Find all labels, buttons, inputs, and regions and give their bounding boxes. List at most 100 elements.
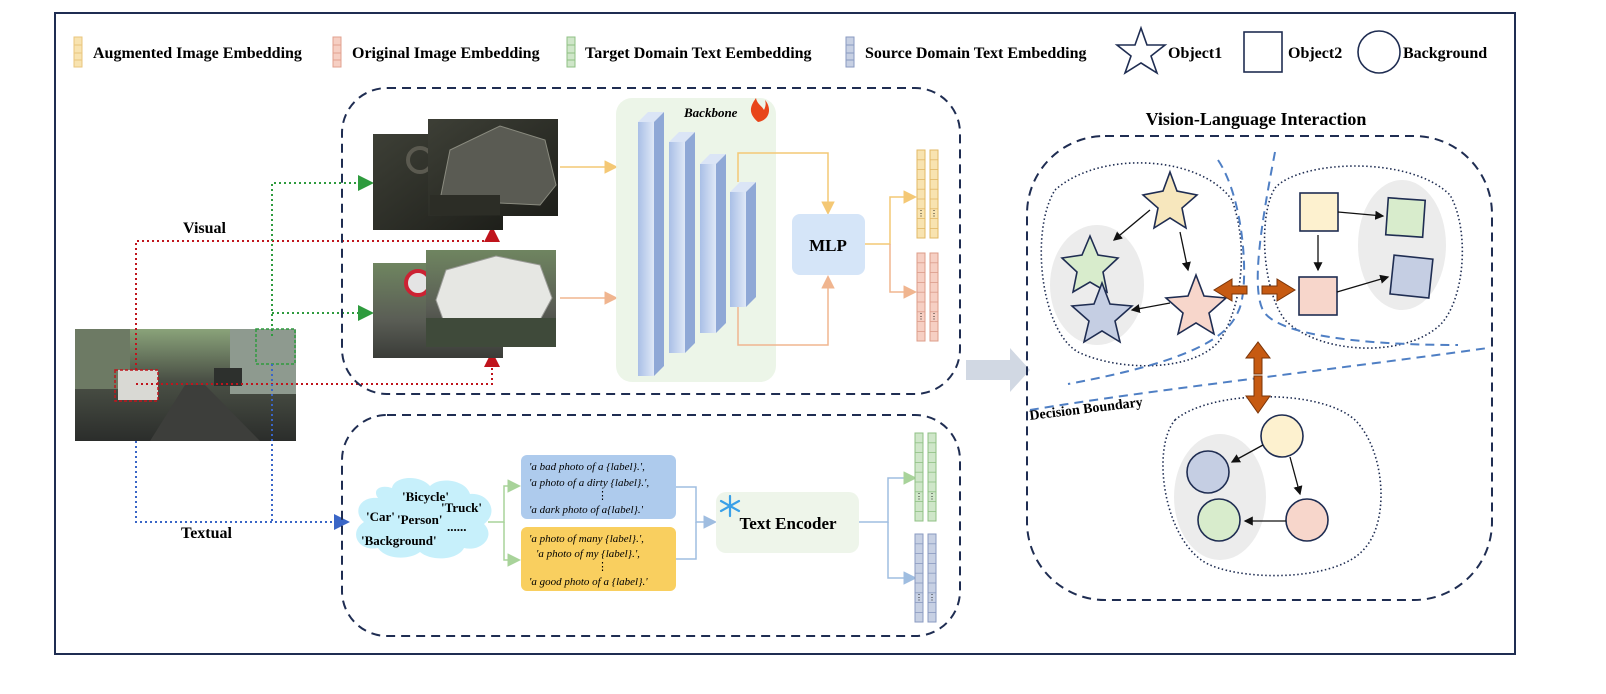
circle-arrows	[1230, 444, 1303, 526]
yellow-prompt-1: 'a photo of many {label}.',	[529, 533, 644, 545]
svg-text:⋮: ⋮	[915, 492, 923, 501]
embedding-column: ⋮	[929, 252, 939, 342]
embedding-column: ⋮	[929, 149, 939, 239]
circle-augmented	[1260, 414, 1304, 458]
backbone-layers	[638, 112, 756, 376]
source-text-embedding-stack: ⋮⋮	[914, 533, 937, 623]
cloud-word-truck: 'Truck'	[441, 500, 482, 515]
visual-block	[341, 87, 961, 395]
star-target-text	[1060, 233, 1120, 294]
embedding-column: ⋮	[914, 432, 924, 522]
circle-icon	[1357, 30, 1401, 74]
backbone-label: Backbone	[683, 105, 738, 120]
blue-prompt-1: 'a bad photo of a {label}.',	[529, 461, 645, 473]
snowflake-icon	[719, 494, 741, 518]
legend-target-text-swatch	[566, 36, 576, 68]
embedding-column: ⋮	[927, 432, 937, 522]
yellow-to-encoder-arrow	[676, 522, 697, 560]
push-apart-arrows	[1213, 278, 1296, 414]
routing-lines	[135, 175, 500, 530]
cloud-ellipsis: ......	[447, 519, 467, 534]
class-cloud	[356, 477, 492, 559]
star-arrows	[1113, 209, 1191, 314]
legend-object1-label: Object1	[1168, 45, 1222, 62]
blue-prompt-dots: ⋮	[597, 490, 608, 502]
svg-text:⋮: ⋮	[928, 492, 936, 501]
backbone-to-mlp-bottom	[737, 275, 835, 346]
decision-boundary-label: Decision Boundary	[1029, 395, 1144, 424]
mlp-to-augmented-embed	[865, 190, 917, 245]
square-augmented	[1299, 192, 1339, 232]
star-original	[1164, 272, 1228, 336]
legend-source-text-swatch	[845, 36, 855, 68]
square-icon	[1243, 31, 1283, 73]
augmented-image-stack	[373, 119, 558, 230]
yellow-prompt-3: 'a good photo of a {label}.'	[529, 576, 648, 588]
text-block	[341, 414, 961, 637]
star-icon	[1114, 25, 1168, 75]
square-original	[1298, 276, 1338, 316]
cloud-to-yellow-prompts	[503, 522, 521, 567]
interaction-panel	[1026, 135, 1493, 601]
square-target-text	[1384, 196, 1427, 239]
svg-text:⋮: ⋮	[928, 593, 936, 602]
svg-text:⋮: ⋮	[930, 312, 938, 321]
textual-branch-label: Textual	[181, 525, 233, 542]
legend-source-text-label: Source Domain Text Embedding	[865, 45, 1087, 62]
blue-prompt-2: 'a photo of a dirty {label}.',	[529, 477, 649, 489]
original-image-stack	[373, 250, 556, 358]
legend-object2-label: Object2	[1288, 45, 1342, 62]
blue-prompt-box	[521, 455, 676, 519]
svg-text:⋮: ⋮	[917, 312, 925, 321]
yellow-prompt-dots: ⋮	[597, 561, 608, 573]
legend-original-label: Original Image Embedding	[352, 45, 540, 62]
legend-target-text-label: Target Domain Text Eembedding	[585, 45, 812, 62]
text-encoder-label: Text Encoder	[739, 514, 837, 533]
legend-augmented-swatch	[73, 36, 83, 68]
legend-augmented-label: Augmented Image Embedding	[93, 45, 302, 62]
embedding-column: ⋮	[927, 533, 937, 623]
encoder-to-target-embed	[859, 471, 917, 523]
legend-background-label: Background	[1403, 45, 1487, 62]
blue-prompt-3: 'a dark photo of a{label}.'	[529, 504, 644, 516]
star-source-text	[1070, 280, 1134, 344]
circle-original	[1285, 498, 1329, 542]
svg-text:⋮: ⋮	[930, 209, 938, 218]
circle-target-text	[1197, 498, 1241, 542]
decision-boundary-lines	[1029, 151, 1489, 411]
circle-source-text	[1186, 450, 1230, 494]
augmented-embedding-stack: ⋮⋮	[916, 149, 939, 239]
outer-frame	[54, 12, 1516, 655]
yellow-prompt-2: 'a photo of my {label}.',	[536, 548, 640, 560]
encoder-to-source-embed	[887, 522, 917, 585]
legend-original-swatch	[332, 36, 342, 68]
mlp-label: MLP	[809, 236, 847, 255]
svg-text:⋮: ⋮	[915, 593, 923, 602]
sign-box	[255, 328, 296, 365]
cloud-to-blue-prompts	[488, 479, 521, 523]
cloud-word-background: 'Background'	[361, 533, 437, 548]
original-embedding-stack: ⋮⋮	[916, 252, 939, 342]
big-transition-arrow	[966, 348, 1030, 392]
fire-icon	[750, 98, 770, 122]
text-encoder-box	[716, 492, 859, 553]
cloud-word-car: 'Car'	[366, 509, 395, 524]
blue-to-encoder-arrow	[676, 486, 717, 529]
cloud-word-bicycle: 'Bicycle'	[402, 489, 449, 504]
yellow-prompt-box	[521, 527, 676, 591]
embedding-column: ⋮	[916, 252, 926, 342]
embedding-column: ⋮	[914, 533, 924, 623]
svg-text:⋮: ⋮	[917, 209, 925, 218]
mlp-to-original-embed	[889, 244, 917, 299]
embedding-column: ⋮	[916, 149, 926, 239]
visual-branch-label: Visual	[183, 220, 227, 237]
input-street-image	[75, 328, 296, 441]
target-text-embedding-stack: ⋮⋮	[914, 432, 937, 522]
star-augmented	[1141, 169, 1199, 230]
square-arrows	[1313, 210, 1390, 293]
square-source-text	[1389, 254, 1434, 299]
cloud-word-person: 'Person'	[397, 512, 443, 527]
interaction-title: Vision-Language Interaction	[1146, 109, 1367, 129]
backbone-to-mlp-top	[737, 152, 835, 215]
